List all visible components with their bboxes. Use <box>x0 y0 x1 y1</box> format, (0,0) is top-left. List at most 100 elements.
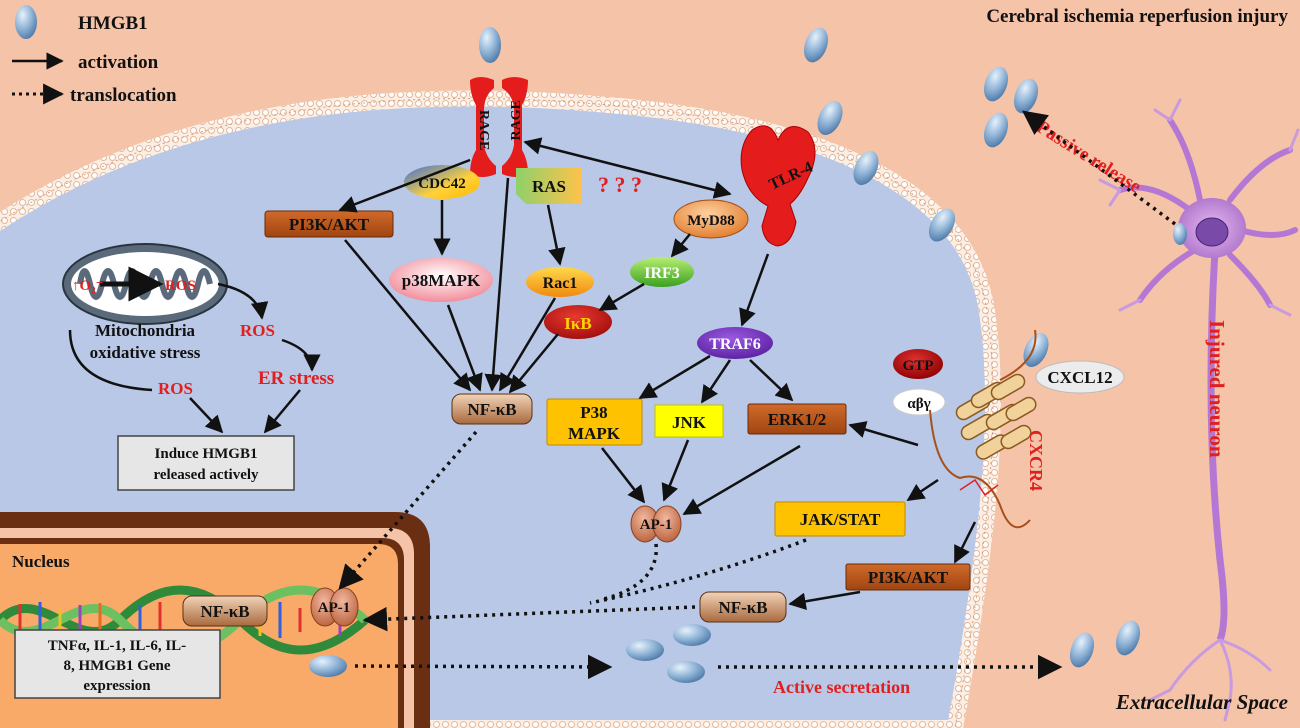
arrow-nfkb-nucleus <box>338 430 478 590</box>
extracellular-space-label: Extracellular Space <box>1115 690 1288 714</box>
cxcr4-label: CXCR4 <box>1026 430 1046 491</box>
arrow-irf3-ikb <box>598 282 645 312</box>
rage-right-label: RAGE <box>509 100 524 140</box>
arrow-traf6-erk <box>749 359 794 402</box>
legend: HMGB1 activation translocation <box>12 5 177 106</box>
nfkb-bottom-label: NF-κB <box>718 598 767 617</box>
arrow-traf6-jnk <box>700 359 732 404</box>
hmgb1-icon <box>1023 333 1049 367</box>
ras-label: RAS <box>532 177 566 196</box>
arrow-rage-tlr4 <box>523 137 732 199</box>
gene-line3: expression <box>83 678 151 694</box>
hmgb1-icon <box>983 112 1009 148</box>
myd88-label: MyD88 <box>687 213 735 229</box>
gtp-label: GTP <box>903 358 934 374</box>
nfkb-nucleus-box <box>182 595 268 627</box>
hmgb1-icon <box>983 66 1009 102</box>
arrow-rage-nfkb <box>484 177 510 392</box>
hmgb1-icon <box>817 101 843 135</box>
arrow-myd88-irf3 <box>670 233 691 258</box>
hmgb1-icon <box>1115 620 1141 656</box>
induce-hmgb1-box <box>117 435 295 491</box>
cdc42-node <box>404 165 480 199</box>
arrow-ros-er <box>281 338 321 372</box>
ap1-cyto-label: AP-1 <box>640 517 673 533</box>
p38-mapk-box <box>546 398 643 446</box>
nfkb-bottom-box <box>699 591 787 623</box>
hmgb1-particles <box>309 27 1141 683</box>
injured-neuron <box>1098 98 1300 722</box>
p38-mapk-line2: MAPK <box>568 424 621 443</box>
arrow-pi3k-nfkb-bottom <box>788 590 861 610</box>
abg-node <box>892 388 946 416</box>
pi3k-akt-bottom-box <box>845 563 971 591</box>
membrane-outline <box>0 97 994 728</box>
myd88-node <box>673 199 749 239</box>
irf3-label: IRF3 <box>644 265 680 282</box>
hmgb1-icon <box>626 639 664 661</box>
p38-mapk-line1: P38 <box>580 403 607 422</box>
arrow-er-induce <box>263 389 301 434</box>
nucleus-title: Nucleus <box>12 552 70 571</box>
cxcl12-node <box>1035 360 1125 394</box>
abg-label: αβγ <box>907 396 930 412</box>
hmgb1-icon <box>853 151 879 185</box>
jak-stat-box <box>774 501 906 537</box>
ap1-nucleus-label: AP-1 <box>318 600 351 616</box>
arrow-cxcr4-pi3k <box>953 521 977 564</box>
legend-activation-label: activation <box>78 52 159 73</box>
traf6-label: TRAF6 <box>709 336 761 353</box>
hmgb1-icon <box>667 661 705 683</box>
question-marks: ? ? ? <box>598 172 642 197</box>
jnk-label: JNK <box>672 413 707 432</box>
arrow-traf6-p38 <box>638 354 711 400</box>
line-mito-ros <box>68 329 153 392</box>
arrow-ros-ros <box>217 282 269 320</box>
active-secretion-label: Active secretation <box>773 677 910 697</box>
hmgb1-icon <box>928 208 956 242</box>
gtp-node <box>893 349 943 379</box>
diagram-title: Cerebral ischemia reperfusion injury <box>986 6 1288 27</box>
arrow-erk-ap1 <box>682 444 801 516</box>
pi3k-akt-top-label: PI3K/AKT <box>289 215 370 234</box>
p38mapk-top-node <box>389 258 493 302</box>
ros-right-label: ROS <box>240 321 275 340</box>
dotted-jak <box>589 538 807 605</box>
hmgb1-icon <box>1069 632 1095 668</box>
arrow-p38-ap1 <box>601 447 646 504</box>
gene-line2: 8, HMGB1 Gene <box>63 658 170 674</box>
arrow-rage-pi3k <box>338 158 471 213</box>
jnk-box <box>654 404 724 438</box>
irf3-node <box>630 257 694 287</box>
induce-line1: Induce HMGB1 <box>155 446 258 462</box>
traf6-node <box>697 327 773 359</box>
hmgb1-icon <box>803 27 829 63</box>
jak-stat-label: JAK/STAT <box>800 510 881 529</box>
injured-neuron-label: Injured neuron <box>1205 320 1229 458</box>
pi3k-akt-top-box <box>264 210 394 238</box>
rac1-label: Rac1 <box>543 275 578 292</box>
nfkb-nucleus-label: NF-κB <box>200 602 249 621</box>
legend-translocation-label: translocation <box>70 85 177 106</box>
legend-hmgb1-icon <box>15 5 37 39</box>
er-stress-label: ER stress <box>258 368 334 389</box>
ros-lower-label: ROS <box>158 379 193 398</box>
arrow-cxcr4-jak <box>906 478 939 502</box>
arrow-hmgb1-out <box>354 654 613 680</box>
gene-line1: TNFα, IL-1, IL-6, IL- <box>48 638 186 654</box>
passive-release-label: Passive release <box>1032 116 1144 197</box>
pi3k-akt-bottom-label: PI3K/AKT <box>868 568 949 587</box>
arrow-pi3k-nfkb <box>344 239 472 392</box>
hmgb1-icon <box>309 655 347 677</box>
translocation-arrows <box>338 110 1177 680</box>
ikb-label: IκB <box>564 314 591 333</box>
rage-left-label: RAGE <box>476 110 491 150</box>
hmgb1-icon <box>1013 78 1039 114</box>
mitochondrion <box>62 243 228 325</box>
hmgb1-icon <box>673 624 711 646</box>
p38mapk-top-label: p38MAPK <box>402 271 481 290</box>
arrow-jnk-ap1 <box>661 439 690 502</box>
cdc42-label: CDC42 <box>418 176 466 192</box>
